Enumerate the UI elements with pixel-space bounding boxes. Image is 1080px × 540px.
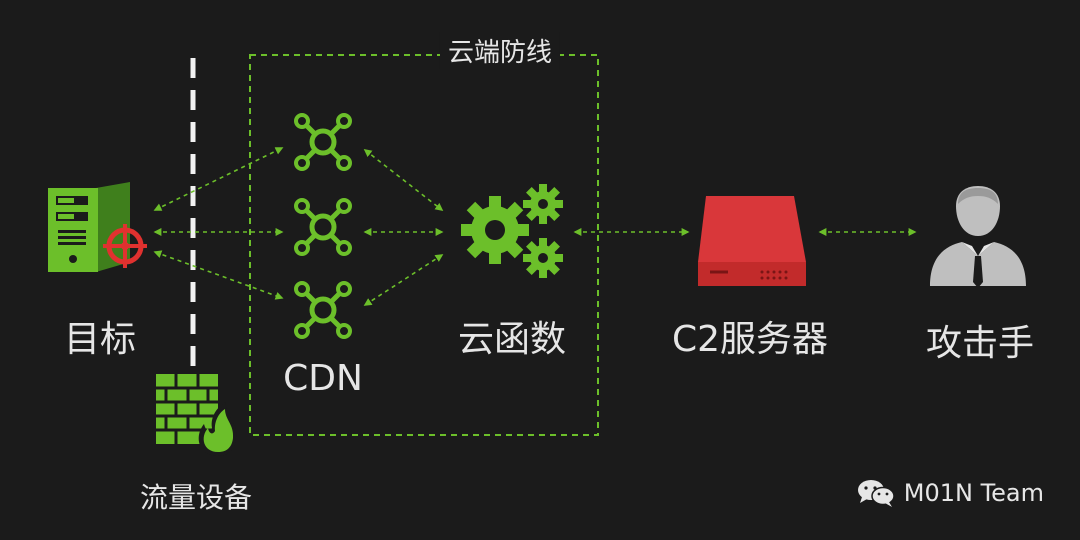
arrow-target-cdn-top <box>153 147 284 211</box>
arrow-cdn-top-function <box>363 149 444 211</box>
cloud-defense-boundary <box>249 54 599 436</box>
c2-server-icon <box>698 196 806 286</box>
cloud-defense-title: 云端防线 <box>439 32 561 69</box>
cloud-function-label: 云函数 <box>457 319 567 360</box>
target-label: 目标 <box>63 319 137 360</box>
gears-icon <box>461 184 563 278</box>
firewall-icon <box>156 374 237 456</box>
cdn-label: CDN <box>283 358 363 399</box>
arrows <box>153 147 917 306</box>
crosshair-icon <box>103 224 147 268</box>
cdn-node-icon <box>296 115 350 169</box>
attacker-label: 攻击手 <box>925 323 1035 364</box>
watermark-text: M01N Team <box>903 479 1044 507</box>
server-icon <box>48 182 130 272</box>
c2-server-label: C2服务器 <box>671 319 829 360</box>
cdn-node-icon <box>296 283 350 337</box>
arrow-cdn-bottom-function <box>363 254 444 306</box>
wechat-icon <box>856 478 896 508</box>
traffic-device-label: 流量设备 <box>139 481 253 514</box>
watermark: M01N Team <box>856 478 1044 508</box>
arrow-target-cdn-bottom <box>153 250 284 300</box>
cdn-node-icon <box>296 200 350 254</box>
user-icon <box>930 186 1026 288</box>
